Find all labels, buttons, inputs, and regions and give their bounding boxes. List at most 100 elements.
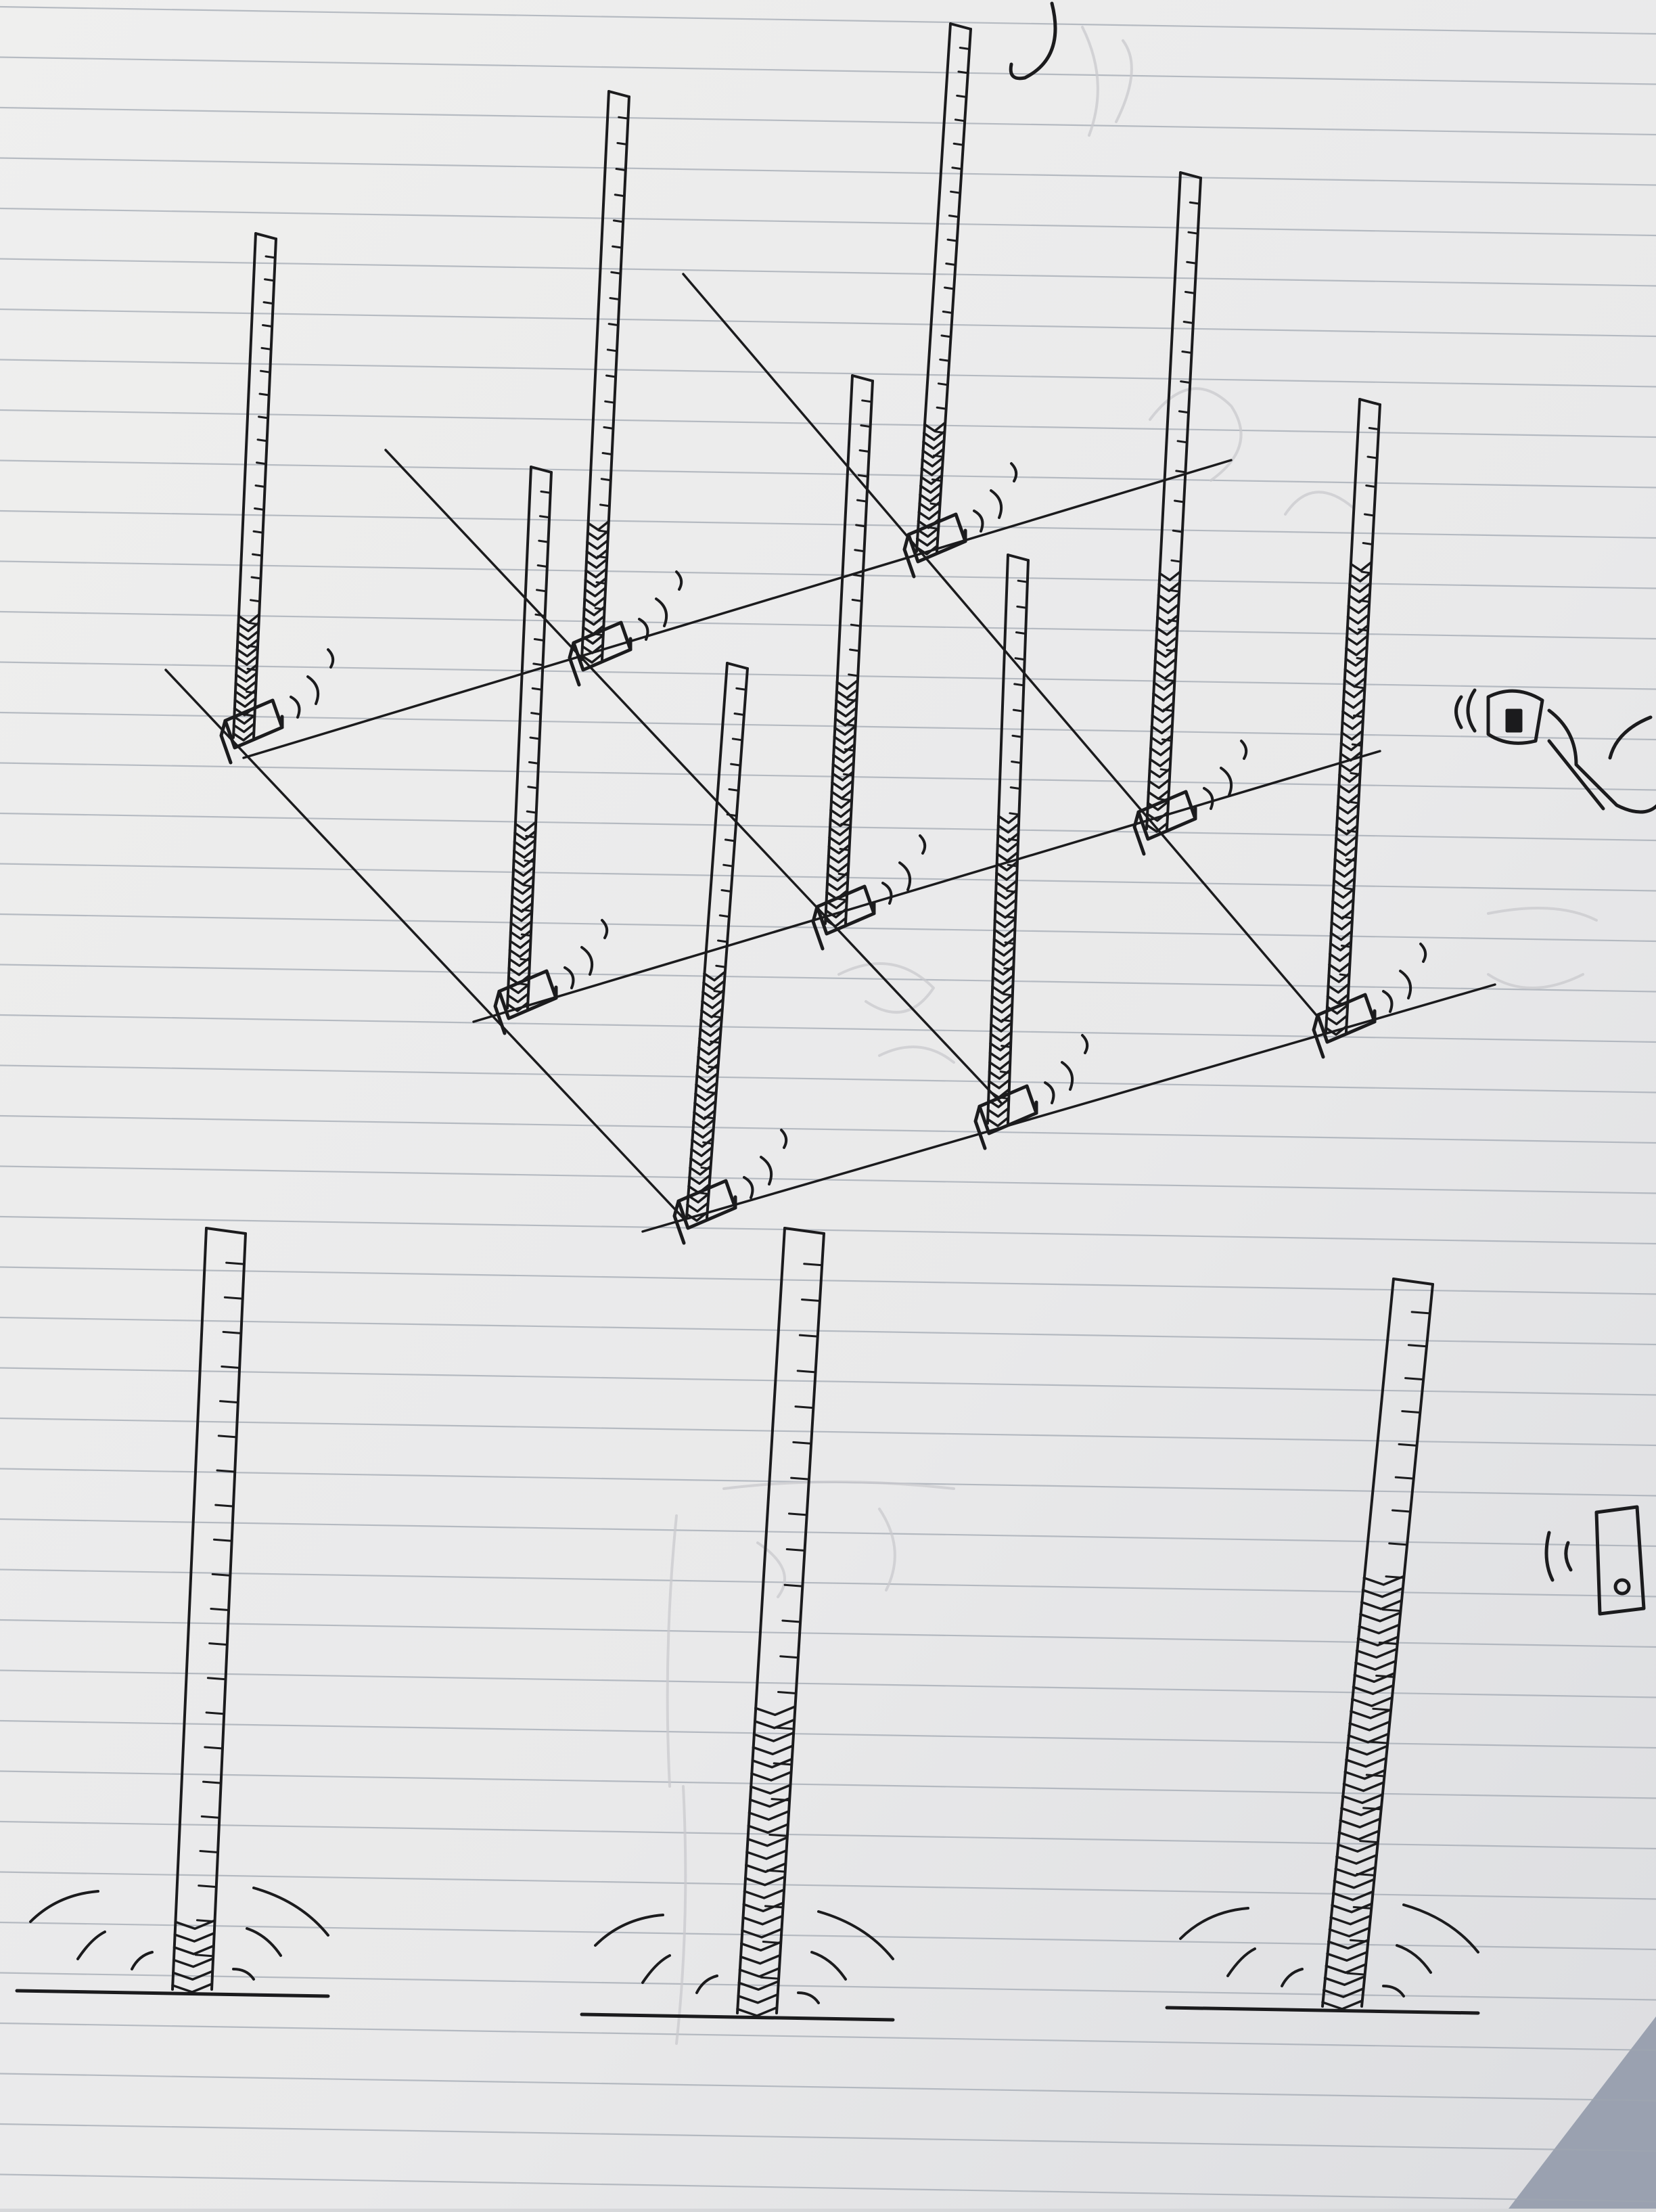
post-tick — [856, 525, 866, 526]
post-tick — [604, 427, 614, 428]
post-tick — [605, 401, 615, 403]
post-tick — [616, 169, 626, 171]
post-tick — [791, 1478, 809, 1479]
post-tick — [214, 1539, 231, 1541]
post-tick — [265, 279, 275, 281]
post-tick — [255, 508, 264, 510]
post-tick — [205, 1747, 223, 1748]
post-tick — [952, 168, 962, 169]
post-tick — [251, 600, 260, 602]
post-tick — [607, 376, 616, 377]
post-tick — [1363, 543, 1373, 545]
post-tick — [761, 1977, 779, 1979]
post-tick — [1190, 202, 1199, 204]
post-tick — [261, 371, 271, 372]
post-tick — [1392, 1510, 1410, 1512]
post-tick — [1408, 1345, 1426, 1347]
post-tick — [1189, 232, 1198, 233]
post-tick — [716, 966, 726, 967]
post-tick — [532, 713, 541, 715]
post-tick — [802, 1299, 820, 1301]
post-tick — [254, 531, 263, 533]
post-tick — [538, 565, 547, 566]
post-tick — [798, 1371, 815, 1372]
post-tick — [530, 738, 540, 739]
post-tick — [796, 1407, 813, 1408]
post-tick — [949, 216, 959, 217]
post-tick — [852, 600, 862, 601]
post-tick — [217, 1470, 235, 1472]
post-tick — [779, 1692, 796, 1693]
post-tick — [1185, 292, 1195, 293]
post-tick — [727, 815, 737, 816]
post-tick — [612, 272, 621, 273]
post-tick — [1182, 352, 1192, 353]
post-tick — [257, 463, 267, 464]
post-tick — [781, 1656, 798, 1658]
post-tick — [609, 324, 618, 325]
post-tick — [855, 550, 865, 551]
post-tick — [1015, 658, 1025, 660]
post-tick — [942, 336, 951, 337]
post-tick — [1369, 428, 1379, 430]
post-tick — [1389, 1543, 1407, 1545]
post-tick — [785, 1585, 802, 1586]
post-tick — [259, 417, 269, 418]
post-tick — [1370, 1742, 1387, 1743]
post-tick — [720, 916, 729, 917]
post-tick — [789, 1514, 806, 1515]
post-tick — [225, 1297, 242, 1299]
post-tick — [202, 1816, 219, 1818]
post-tick — [258, 440, 267, 441]
post-tick — [615, 195, 624, 196]
post-tick — [607, 350, 617, 351]
post-tick — [266, 256, 275, 258]
post-tick — [252, 577, 261, 579]
post-tick — [1015, 684, 1024, 685]
post-tick — [849, 675, 858, 676]
post-tick — [945, 288, 954, 289]
post-tick — [948, 240, 957, 241]
post-tick — [537, 590, 547, 591]
post-tick — [850, 650, 860, 651]
post-tick — [804, 1264, 822, 1265]
post-tick — [603, 453, 612, 455]
post-tick — [1360, 1841, 1378, 1843]
post-tick — [1368, 457, 1377, 458]
post-tick — [206, 1713, 224, 1714]
post-tick — [800, 1335, 817, 1336]
post-tick — [1178, 441, 1187, 443]
post-tick — [1348, 1973, 1365, 1974]
post-tick — [200, 1851, 218, 1852]
post-tick — [787, 1550, 804, 1551]
post-tick — [1396, 1477, 1413, 1479]
post-tick — [260, 394, 269, 395]
post-tick — [770, 1834, 787, 1836]
post-tick — [264, 302, 273, 304]
post-tick — [1181, 382, 1191, 383]
post-tick — [221, 1401, 238, 1403]
post-tick — [783, 1621, 800, 1622]
post-tick — [1173, 531, 1182, 532]
post-tick — [204, 1782, 221, 1783]
post-tick — [957, 95, 967, 97]
post-tick — [1175, 501, 1184, 502]
post-tick — [601, 479, 611, 480]
post-tick — [527, 811, 536, 813]
post-tick — [735, 714, 744, 715]
post-tick — [1018, 581, 1028, 582]
post-tick — [218, 1436, 236, 1437]
post-tick — [1383, 1610, 1400, 1611]
post-tick — [951, 191, 961, 193]
post-tick — [1406, 1378, 1423, 1380]
post-tick — [613, 246, 622, 248]
post-tick — [227, 1263, 244, 1264]
post-tick — [722, 890, 731, 891]
post-tick — [212, 1574, 230, 1575]
post-tick — [1366, 486, 1376, 487]
post-tick — [851, 625, 860, 626]
post-tick — [196, 1955, 213, 1956]
post-tick — [1172, 560, 1181, 562]
